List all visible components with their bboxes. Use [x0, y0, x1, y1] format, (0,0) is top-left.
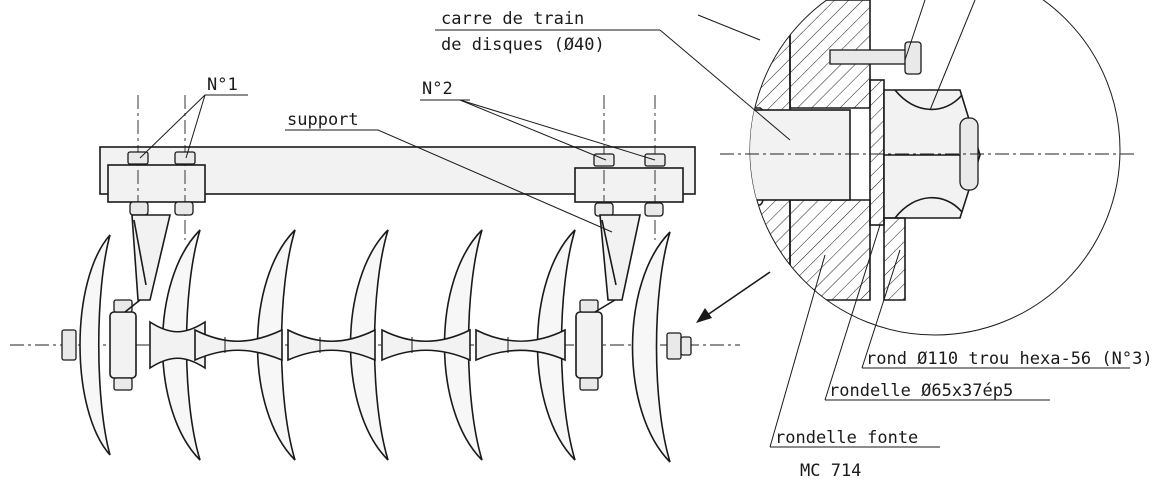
bottom-nuts	[129, 201, 664, 217]
detail-arrow	[699, 271, 771, 321]
steel-washer	[869, 79, 885, 226]
round-block-bottom	[789, 199, 871, 301]
support-arm-right	[599, 214, 641, 301]
label-carre-line2: de disques (Ø40)	[441, 35, 605, 55]
bearing-left	[109, 311, 137, 379]
disc-harrow-assembly	[10, 95, 771, 463]
label-rond: rond_Ø110 trou hexa-56 (N°3)	[866, 349, 1153, 369]
label-rondelle-fonte: rondelle fonte	[775, 428, 918, 448]
cap-screw	[829, 49, 911, 65]
label-support: support	[287, 110, 359, 130]
label-reference: MC 714	[800, 461, 861, 481]
mount-plate-right	[574, 167, 684, 203]
spools	[149, 320, 566, 370]
bearing-right	[575, 311, 603, 379]
disc-7	[631, 231, 671, 463]
label-no1: N°1	[207, 75, 238, 95]
leaders-left	[139, 94, 656, 233]
spool-ticks	[224, 337, 509, 353]
axle-end-right	[666, 332, 682, 360]
square-shaft	[750, 109, 851, 201]
label-carre-line1: carre de train	[441, 9, 584, 29]
leaders-right	[435, 0, 1130, 448]
section-detail	[720, 0, 1135, 336]
label-rondelle-acier: rondelle Ø65x37ép5	[829, 381, 1013, 401]
axle-end-left	[61, 329, 77, 361]
support-arm-left	[131, 214, 172, 301]
mount-plate-left	[107, 164, 206, 203]
disc-1	[79, 234, 111, 456]
label-no2: N°2	[422, 79, 453, 99]
block-right	[883, 217, 906, 301]
